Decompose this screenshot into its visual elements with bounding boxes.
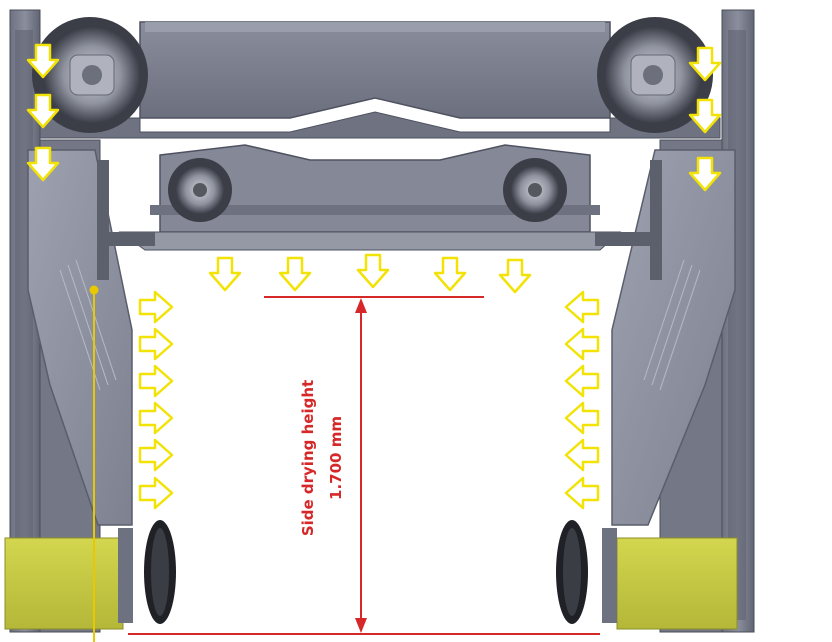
air-flow-arrow-down: [278, 256, 312, 292]
air-flow-arrow-left: [564, 401, 600, 435]
air-flow-arrow-right: [138, 401, 174, 435]
fan-center-right: [503, 158, 567, 222]
air-flow-arrow-down: [26, 43, 60, 79]
air-flow-right-arrows: [138, 290, 174, 510]
air-flow-arrow-down: [498, 258, 532, 294]
wheel-right: [556, 520, 588, 624]
pointer-marker: [89, 285, 99, 642]
dimension-arrow-up: [355, 298, 367, 313]
fan-top-left: [32, 17, 148, 133]
air-flow-arrow-left: [564, 290, 600, 324]
air-flow-arrow-left: [564, 364, 600, 398]
air-flow-arrow-left: [564, 476, 600, 510]
air-flow-arrow-down: [26, 146, 60, 182]
base-box-right: [616, 537, 738, 630]
fan-top-right: [597, 17, 713, 133]
top-beam: [39, 21, 721, 139]
base-box-left: [4, 537, 124, 630]
air-flow-arrow-right: [138, 364, 174, 398]
air-flow-arrow-down: [433, 256, 467, 292]
air-flow-down-arrows: [26, 43, 722, 294]
air-flow-left-arrows: [564, 290, 600, 510]
height-dimension: [128, 296, 600, 635]
air-flow-arrow-right: [138, 476, 174, 510]
air-flow-arrow-right: [138, 290, 174, 324]
wheel-left: [144, 520, 176, 624]
air-flow-arrow-down: [356, 253, 390, 289]
air-flow-arrow-left: [564, 327, 600, 361]
air-flow-arrow-right: [138, 438, 174, 472]
air-flow-arrow-down: [208, 256, 242, 292]
fan-center-left: [168, 158, 232, 222]
air-flow-arrow-down: [688, 98, 722, 134]
air-flow-arrow-left: [564, 438, 600, 472]
air-flow-arrow-down: [26, 93, 60, 129]
dimension-arrow-down: [355, 618, 367, 633]
dimension-label-value: 1.700 mm: [327, 416, 345, 500]
air-flow-arrow-down: [688, 156, 722, 192]
air-flow-arrow-right: [138, 327, 174, 361]
top-nozzle-assembly: [100, 144, 650, 251]
air-flow-arrow-down: [688, 46, 722, 82]
dimension-label-title: Side drying height: [299, 379, 317, 537]
